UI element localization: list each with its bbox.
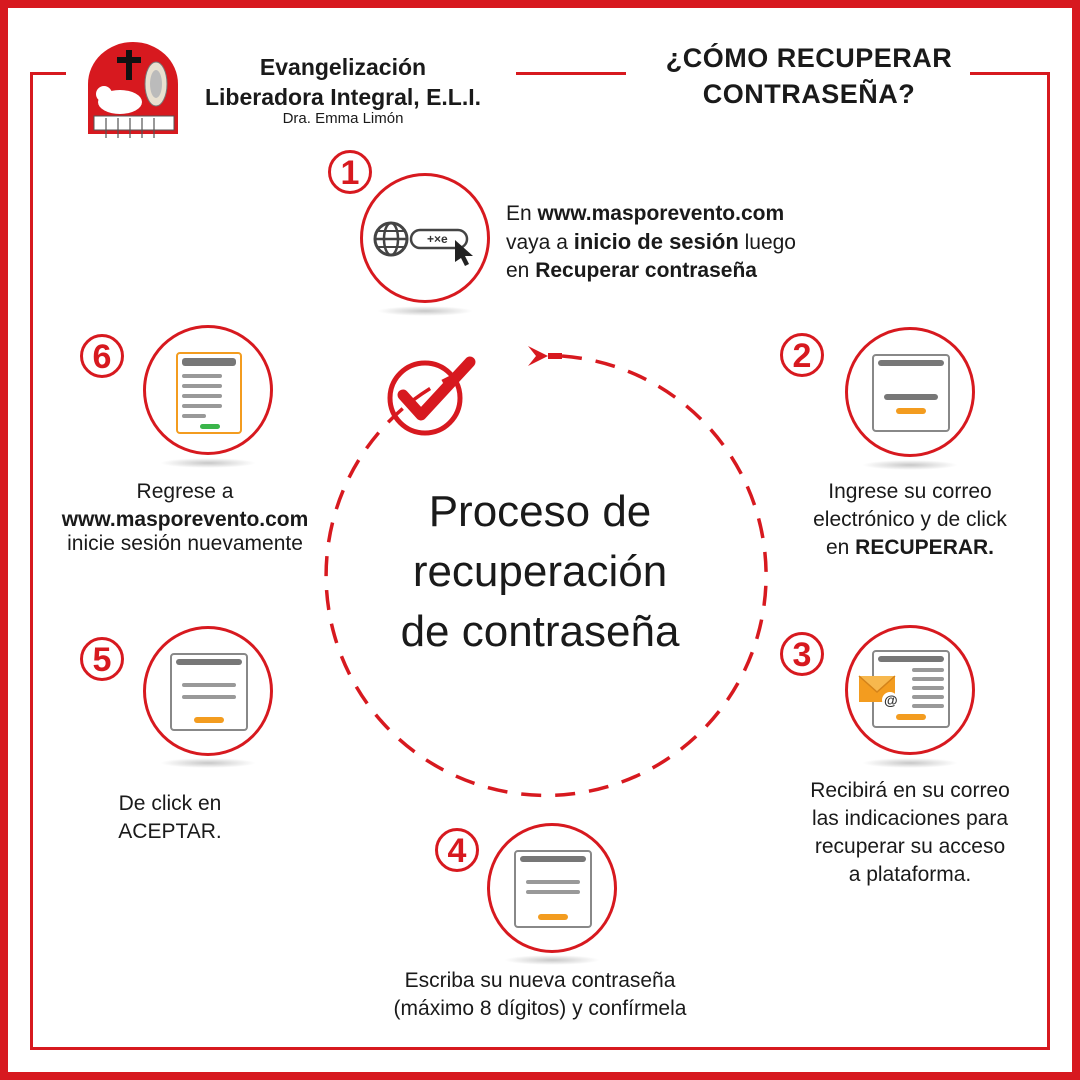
step-6-number: 6 [80,334,124,378]
frame-line-left [30,72,33,1050]
step-3-text-b: las indicaciones para [811,807,1009,830]
center-line1: Proceso de [428,487,652,536]
form-icon [872,354,950,432]
step-6-shadow [160,458,256,468]
step-2-text-a: Ingrese su correo [828,480,992,503]
step-6-description: Regrese a www.masporevento.com inicie se… [30,478,340,558]
step-2-shadow [862,460,958,470]
step-3-text-d: a plataforma. [848,863,972,886]
step-1-text-a: En [506,202,538,225]
ring-arrow-icon [528,346,562,366]
center-line2: recuperación [412,547,668,596]
email-envelope-icon: @ [858,675,898,708]
step-1-text-e: luego [738,231,796,254]
step-3-description: Recibirá en su correo las indicaciones p… [760,777,1060,889]
step-1-number: 1 [328,150,372,194]
org-name-line2: Liberadora Integral, E.L.I. [204,84,482,110]
step-5-description: De click en ACEPTAR. [70,790,270,846]
step-3-icon-circle: @ [845,625,975,755]
eli-logo [84,40,182,142]
step-5-icon-circle [143,626,273,756]
step-2-text-d: RECUPERAR. [855,536,995,559]
step-1-shadow [377,306,473,316]
step-6-text-c: inicie sesión nuevamente [67,532,303,555]
step-1-url: www.masporevento.com [537,202,785,225]
title-line1: ¿CÓMO RECUPERAR [665,43,953,73]
step-4-description: Escriba su nueva contraseña (máximo 8 dí… [340,967,740,1023]
step-6-text-a: Regrese a [136,480,234,503]
step-5-text-b: ACEPTAR. [118,820,222,843]
step-3-text-a: Recibirá en su correo [810,779,1010,802]
step-1-text-f: en [506,259,536,282]
step-1-icon-circle: +×e [360,173,490,303]
step-3-shadow [862,758,958,768]
frame-line-top-mid [516,72,626,75]
step-3-text-c: recuperar su acceso [814,835,1006,858]
svg-text:@: @ [884,692,898,708]
step-2-number: 2 [780,333,824,377]
step-5-shadow [160,758,256,768]
step-2-icon-circle [845,327,975,457]
frame-line-top-right [970,72,1050,75]
document-success-icon [176,352,242,434]
organization-subtitle: Dra. Emma Limón [282,110,404,127]
step-1-text-c: vaya a [506,231,574,254]
step-2-text-c: en [825,536,856,559]
step-2-text-b: electrónico y de click [813,508,1007,531]
step-4-icon-circle [487,823,617,953]
step-5-number: 5 [80,637,124,681]
frame-line-right [1047,72,1050,1050]
step-2-description: Ingrese su correo electrónico y de click… [760,478,1060,562]
step-3-number: 3 [780,632,824,676]
dashed-circle [324,354,768,798]
frame-line-bottom [30,1047,1050,1050]
form-icon [514,850,592,928]
svg-text:+×e: +×e [427,232,448,246]
step-6-url-text: www.masporevento.com [61,508,309,531]
step-1-text-g: Recuperar contraseña [535,259,757,282]
step-6-url: www.masporevento.com [30,506,340,534]
organization-name: Evangelización Liberadora Integral, E.L.… [178,52,508,112]
center-line3: de contraseña [400,607,680,656]
frame-line-top-left [30,72,66,75]
form-icon [170,653,248,731]
step-4-shadow [504,955,600,965]
step-6-icon-circle [143,325,273,455]
step-5-text-a: De click en [118,792,222,815]
org-name-line1: Evangelización [259,54,427,80]
center-title: Proceso de recuperación de contraseña [340,482,740,662]
title-line2: CONTRASEÑA? [702,79,916,109]
page-title: ¿CÓMO RECUPERAR CONTRASEÑA? [630,40,988,112]
step-4-text-a: Escriba su nueva contraseña [404,969,676,992]
checkmark-icon [387,356,476,436]
step-4-number: 4 [435,828,479,872]
step-4-text-b: (máximo 8 dígitos) y confírmela [393,997,687,1020]
globe-cursor-icon: +×e [373,221,473,266]
step-1-text-d: inicio de sesión [573,229,739,254]
step-1-description: En www.masporevento.com vaya a inicio de… [506,200,926,285]
